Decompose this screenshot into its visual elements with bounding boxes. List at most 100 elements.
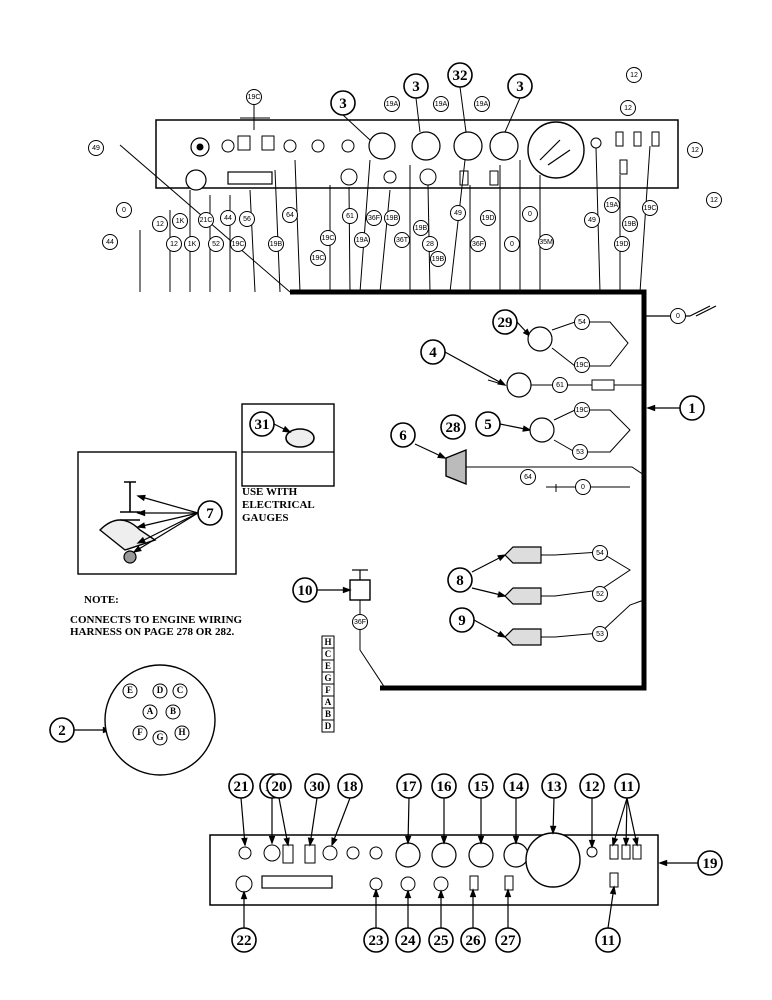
wire-label: 12	[630, 72, 638, 79]
wire-label-circle	[239, 211, 255, 227]
plug-B: B	[170, 706, 176, 716]
wire-label: 44	[224, 215, 232, 222]
wire-label: 12	[710, 197, 718, 204]
arrow-head	[588, 839, 596, 849]
pin-G: G	[324, 673, 331, 683]
plug-E: E	[127, 685, 133, 695]
switch	[419, 168, 437, 186]
plug-pin	[172, 683, 188, 699]
wire-label: 19C	[312, 255, 325, 262]
wire	[554, 599, 645, 638]
wire-label: 19C	[576, 362, 589, 369]
note-text: CONNECTS TO ENGINE WIRING HARNESS ON PAG…	[70, 614, 243, 638]
pin-H: H	[324, 637, 331, 647]
wire-label-circle	[268, 236, 284, 252]
switch	[221, 139, 235, 153]
wire-label-circle	[574, 357, 590, 373]
leader	[459, 86, 467, 133]
speedometer	[527, 121, 585, 179]
wire-label-circle	[198, 212, 214, 228]
panel-wire	[249, 189, 256, 293]
callout-6: 6	[399, 428, 407, 444]
ground-symbol	[689, 305, 711, 317]
switch	[369, 846, 383, 860]
switch-block	[489, 170, 499, 186]
wire-label: 19D	[616, 241, 629, 248]
arrow-head	[136, 536, 146, 544]
sender	[527, 326, 553, 352]
wire-label: 12	[156, 221, 164, 228]
plug-pin	[152, 730, 168, 746]
wire-label: 19C	[644, 205, 657, 212]
indicator	[651, 131, 660, 147]
callout-lower-23: 23	[369, 933, 384, 949]
gauge	[431, 842, 457, 868]
wire-label: 56	[243, 216, 251, 223]
wire-label: 19A	[476, 101, 489, 108]
wire-label-circle	[282, 207, 298, 223]
indicator	[632, 844, 642, 860]
wire-label: 12	[624, 105, 632, 112]
arrow-head	[437, 889, 445, 899]
wire-label-circle	[220, 210, 236, 226]
callout-lower-24: 24	[401, 933, 417, 949]
leader-arrow	[331, 797, 351, 846]
wire-label-circle	[480, 210, 496, 226]
arrow-head	[632, 837, 639, 847]
wire-label-circle	[470, 236, 486, 252]
callout-9: 9	[458, 613, 466, 629]
wire-label: 36F	[354, 619, 366, 626]
arrow-head	[282, 425, 292, 433]
arrow-head	[609, 885, 617, 895]
connector-pin	[321, 719, 335, 733]
wire-label-circle	[184, 236, 200, 252]
note-title: NOTE:	[84, 594, 119, 606]
wire-label: 12	[170, 241, 178, 248]
leader-arrow	[240, 797, 246, 846]
arrow-head	[497, 630, 507, 638]
switch-block	[304, 844, 316, 864]
wire-label-circle	[310, 250, 326, 266]
gauge	[395, 842, 421, 868]
callout-10: 10	[298, 583, 313, 599]
switch	[311, 139, 325, 153]
plug-F: F	[137, 727, 143, 737]
callout-lower-21: 21	[234, 779, 249, 795]
callout-8-circle	[447, 567, 473, 593]
wire-label-circle	[706, 192, 722, 208]
sender	[529, 417, 555, 443]
leader-arrow	[133, 512, 199, 553]
wire-label: 1K	[188, 241, 197, 248]
wire-label: 21C	[200, 217, 213, 224]
gauge	[453, 131, 483, 161]
switch	[341, 139, 355, 153]
arrow-head	[404, 835, 412, 845]
callout-lower-12: 12	[585, 779, 600, 795]
arrow-head	[132, 545, 142, 553]
switch	[369, 877, 383, 891]
panel-wire	[449, 159, 466, 293]
arrow-head	[658, 859, 668, 867]
wire-label-circle	[622, 216, 638, 232]
ground-symbol	[695, 305, 717, 317]
speedometer	[525, 832, 581, 888]
plug-D: D	[157, 685, 164, 695]
panel-wire	[359, 159, 371, 293]
wire	[487, 379, 506, 386]
wire-label: 19B	[270, 241, 283, 248]
clamp-box	[77, 451, 237, 575]
leader	[342, 114, 371, 141]
switch	[346, 846, 360, 860]
wire-label: 54	[578, 319, 586, 326]
lower-panel	[209, 834, 659, 906]
wire-label-circle	[384, 96, 400, 112]
wire-label: 53	[596, 631, 604, 638]
panel-wire	[294, 159, 301, 293]
wire-label: 19A	[386, 101, 399, 108]
switch-block	[469, 875, 479, 891]
gauge	[411, 131, 441, 161]
gauge	[468, 842, 494, 868]
indicator	[619, 159, 628, 175]
arrow-head	[241, 837, 248, 847]
